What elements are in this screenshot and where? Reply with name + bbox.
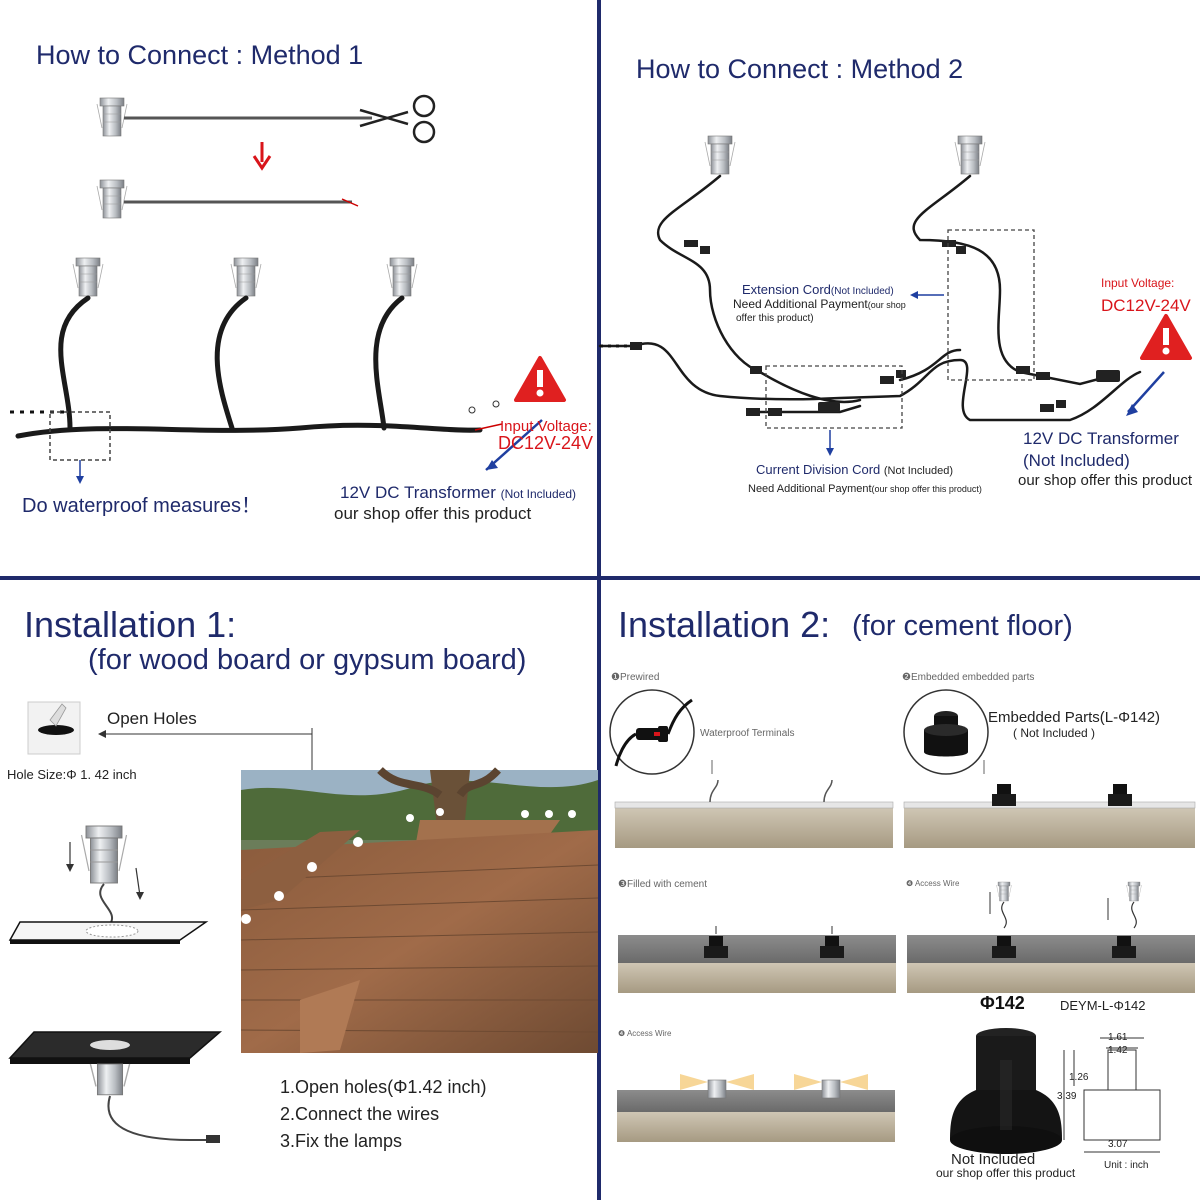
waterproof-box — [49, 411, 111, 461]
dim-161: 1.61 — [1108, 1032, 1128, 1043]
method1-voltage-label: Input Voltage: — [500, 418, 592, 435]
method1-transformer-label: 12V DC Transformer (Not Included) — [340, 483, 576, 502]
embedded-parts-label: Embedded Parts(L-Φ142) — [988, 709, 1161, 726]
method2-transformer-label: 12V DC Transformer — [1023, 429, 1179, 448]
not-included-label: Not Included — [951, 1151, 1036, 1168]
warning-icon — [514, 356, 566, 402]
step4-label: ❹ Access Wire — [906, 879, 960, 888]
extension-cord-box — [947, 229, 1035, 381]
step3-label: ❸Filled with cement — [618, 879, 707, 890]
step-item: 3.Fix the lamps — [280, 1131, 403, 1151]
division-cord-box — [765, 365, 903, 429]
method2-title: How to Connect : Method 2 — [636, 54, 964, 84]
method1-shop-offer: our shop offer this product — [334, 504, 532, 523]
step5-label: ❹ Access Wire — [618, 1029, 672, 1038]
waterproof-terminals-label: Waterproof Terminals — [700, 728, 795, 739]
division-payment: Need Additional Payment(our shop offer t… — [748, 483, 982, 495]
horizontal-divider — [0, 576, 1200, 580]
install1-subtitle: (for wood board or gypsum board) — [88, 644, 527, 676]
method1-diagram — [10, 94, 566, 484]
step2-label: ❷Embedded embedded parts — [902, 672, 1035, 683]
scissors-icon — [359, 94, 436, 144]
open-holes-label: Open Holes — [107, 709, 197, 728]
dim-142: 1.42 — [1108, 1045, 1128, 1056]
step-item: 2.Connect the wires — [280, 1104, 440, 1124]
step-item: 1.Open holes(Φ1.42 inch) — [280, 1077, 487, 1097]
method2-voltage-value: DC12V-24V — [1101, 296, 1191, 315]
extension-cord-label: Extension Cord(Not Included) — [742, 282, 894, 297]
warning-icon-2 — [1140, 314, 1192, 360]
install2-subtitle: (for cement floor) — [852, 610, 1073, 642]
division-cord-label: Current Division Cord (Not Included) — [756, 462, 953, 477]
dim-339: 3.39 — [1057, 1091, 1077, 1102]
method2-transformer-not-included: (Not Included) — [1023, 451, 1130, 470]
install2-diagram — [609, 689, 1196, 1154]
waterproof-terminal-icon — [614, 698, 693, 767]
vertical-divider — [597, 0, 601, 1200]
method2-shop-offer: our shop offer this product — [1018, 472, 1192, 489]
install2-title: Installation 2: — [618, 604, 831, 645]
method1-title: How to Connect : Method 1 — [36, 40, 364, 70]
install1-title: Installation 1: — [24, 604, 237, 645]
method1-voltage-value: DC12V-24V — [498, 433, 594, 453]
dim-307: 3.07 — [1108, 1139, 1128, 1150]
embedded-not-included: ( Not Included ) — [1013, 726, 1096, 740]
deck-photo — [240, 767, 599, 1053]
method2-voltage-label: Input Voltage: — [1101, 276, 1175, 290]
embedded-part-large — [950, 1028, 1062, 1154]
step1-label: ❶Prewired — [611, 672, 660, 683]
extension-payment: Need Additional Payment(our shop — [733, 297, 906, 311]
phi142-label: Φ142 — [980, 993, 1025, 1013]
dim-126: 1.26 — [1069, 1072, 1089, 1083]
hole-size-label: Hole Size:Φ 1. 42 inch — [7, 767, 137, 782]
waterproof-note: Do waterproof measures！ — [22, 495, 261, 517]
install2-shop-offer: our shop offer this product — [936, 1166, 1076, 1180]
embedded-part-icon — [924, 711, 968, 757]
model-label: DEYM-L-Φ142 — [1060, 998, 1146, 1013]
install1-diagram — [8, 701, 599, 1143]
dimension-drawing — [1063, 1037, 1161, 1153]
method2-diagram — [598, 135, 1192, 456]
unit-label: Unit : inch — [1104, 1160, 1149, 1171]
extension-offer: offer this product) — [736, 313, 814, 324]
install1-steps: 1.Open holes(Φ1.42 inch) 2.Connect the w… — [280, 1074, 486, 1155]
